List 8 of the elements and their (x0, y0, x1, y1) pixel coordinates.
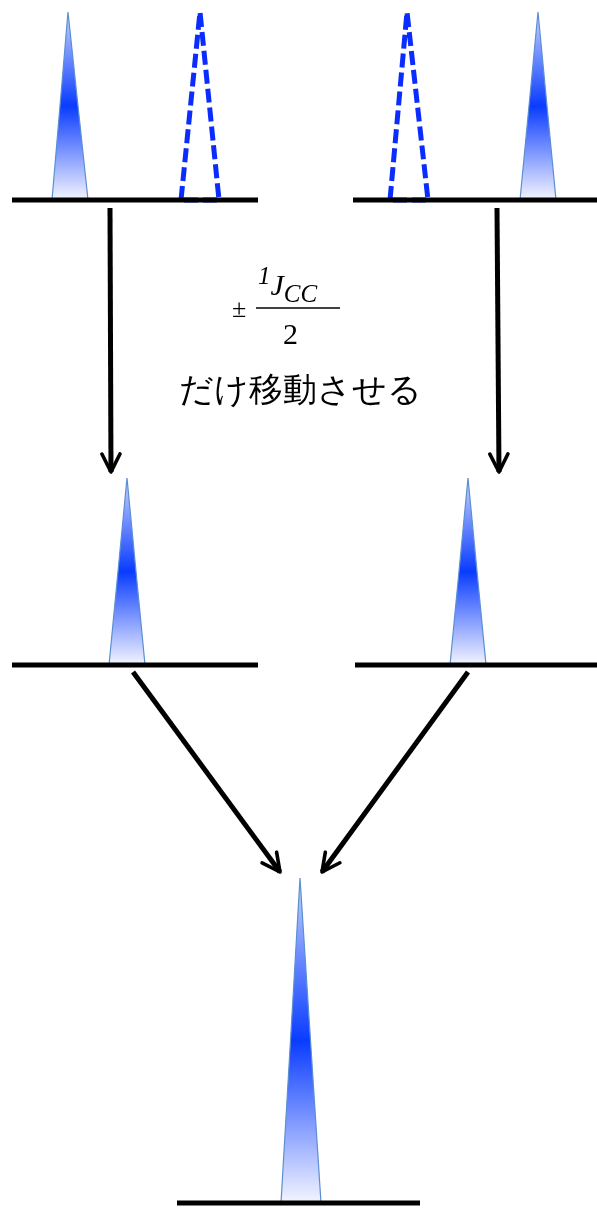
arrow (100, 208, 122, 474)
shift-caption: だけ移動させる (178, 372, 422, 406)
coupling-constant: $^{1}$J$_{CC}$ (258, 263, 318, 306)
plus-minus-sign: ± (232, 296, 247, 322)
arrow (131, 670, 282, 874)
arrow (320, 670, 470, 874)
arrow (488, 208, 510, 474)
denominator: 2 (283, 319, 298, 349)
